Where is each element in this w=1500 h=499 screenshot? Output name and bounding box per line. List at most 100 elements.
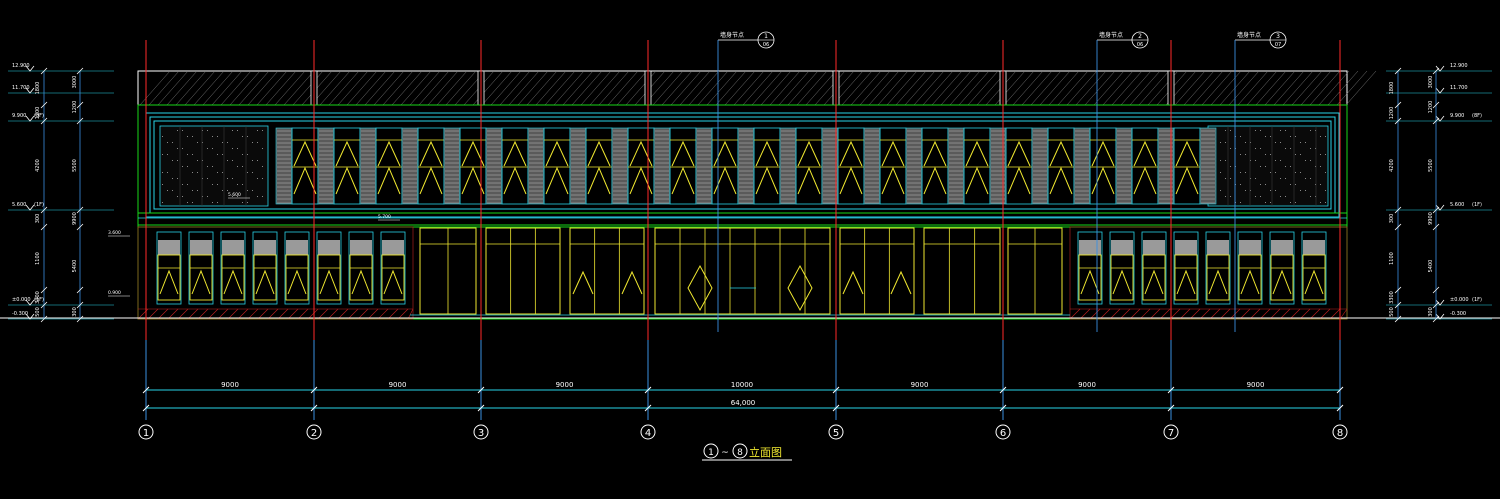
side-dim-value: 300 xyxy=(1428,307,1434,317)
ground-window xyxy=(1141,231,1167,305)
triangle-pane xyxy=(965,140,989,167)
dim-tick xyxy=(1336,404,1344,412)
window-head-panel xyxy=(190,240,212,255)
triangle-pane xyxy=(383,269,403,295)
louver-panel xyxy=(1115,127,1133,205)
dim-tick xyxy=(310,386,318,394)
side-dim-tick xyxy=(1394,301,1402,309)
louver-panel xyxy=(527,127,545,205)
side-dim-value: 5400 xyxy=(1428,260,1434,273)
callout-number: 2 xyxy=(1138,33,1142,40)
triangle-pane xyxy=(461,140,485,167)
ground-hatch-left xyxy=(137,226,414,320)
window-head-panel xyxy=(1175,240,1197,255)
window-head-panel xyxy=(1239,240,1261,255)
grid-bubble-label: 4 xyxy=(645,428,651,439)
span-dimension: 9000 xyxy=(1247,381,1265,389)
level-value: ±0.000 xyxy=(12,297,31,303)
span-dimension: 10000 xyxy=(731,381,753,389)
triangle-pane xyxy=(965,166,989,195)
title-suffix: 立面图 xyxy=(749,445,782,459)
brick-hatch xyxy=(137,308,1348,320)
storefront-bay xyxy=(485,227,561,315)
grid-bubble xyxy=(995,424,1011,440)
span-dimension: 9000 xyxy=(221,381,239,389)
level-tag: (8F) xyxy=(34,113,44,119)
dim-tick xyxy=(999,404,1007,412)
window-head-panel xyxy=(1079,240,1101,255)
level-mark xyxy=(25,87,35,94)
side-dim-tick xyxy=(1432,223,1440,231)
ground-window xyxy=(1301,231,1327,305)
triangle-pane xyxy=(1176,269,1196,295)
side-dim-tick xyxy=(40,223,48,231)
span-dimension: 9000 xyxy=(911,381,929,389)
triangle-pane xyxy=(255,269,275,295)
callout-sheet: 07 xyxy=(1275,42,1281,48)
level-mark xyxy=(1435,313,1445,320)
level-tag: (1F) xyxy=(1472,202,1482,208)
triangle-pane xyxy=(881,140,905,167)
level-mark xyxy=(1435,115,1445,122)
side-dim-value: 3300 xyxy=(35,291,41,304)
side-dim-value: 500 xyxy=(35,307,41,317)
stone-texture xyxy=(162,126,1326,206)
triangle-pane xyxy=(839,140,863,167)
triangle-pane xyxy=(839,166,863,195)
louver-panel xyxy=(1073,127,1091,205)
triangle-pane xyxy=(293,140,317,167)
level-mark xyxy=(1435,204,1445,211)
level-mark xyxy=(1435,299,1445,306)
triangle-pane xyxy=(351,269,371,295)
triangle-pane xyxy=(503,140,527,167)
side-dim-value: 1800 xyxy=(35,82,41,95)
grid-bubble xyxy=(640,424,656,440)
side-dim-value: 5500 xyxy=(1428,159,1434,172)
side-dim-tick xyxy=(76,286,84,294)
side-dim-tick xyxy=(40,117,48,125)
louver-panel xyxy=(1199,127,1217,205)
dim-tick xyxy=(644,404,652,412)
louver-panel xyxy=(443,127,461,205)
triangle-pane xyxy=(1007,166,1031,195)
facade-level-note: 0.900 xyxy=(108,290,121,296)
triangle-pane xyxy=(191,269,211,295)
side-dim-value: 300 xyxy=(1389,214,1395,224)
dim-tick xyxy=(832,386,840,394)
level-tag: (8F) xyxy=(1472,113,1482,119)
triangle-pane xyxy=(797,140,821,167)
triangle-pane xyxy=(377,166,401,195)
dim-tick xyxy=(477,386,485,394)
side-dim-tick xyxy=(76,117,84,125)
window-head-panel xyxy=(158,240,180,255)
side-dim-tick xyxy=(1432,117,1440,125)
triangle-pane xyxy=(377,140,401,167)
grid-bubble xyxy=(138,424,154,440)
ground-window-row xyxy=(156,231,1327,305)
triangle-pane xyxy=(923,166,947,195)
side-dim-tick xyxy=(1432,315,1440,323)
storefront-glazing xyxy=(419,227,1063,315)
callout-number: 3 xyxy=(1276,33,1280,40)
triangle-pane xyxy=(1091,166,1115,195)
side-dim-tick xyxy=(76,67,84,75)
ground-window xyxy=(380,231,406,305)
ground-window xyxy=(316,231,342,305)
side-dim-tick xyxy=(76,223,84,231)
louver-panel xyxy=(863,127,881,205)
dim-tick xyxy=(999,386,1007,394)
level-value: 12.900 xyxy=(1450,63,1468,69)
callout-sheet: 06 xyxy=(1137,42,1143,48)
facade-level-note: 5.700 xyxy=(378,214,391,220)
triangle-pane xyxy=(419,140,443,167)
side-dim-value: 5400 xyxy=(72,260,78,273)
callout-label: 墙身节点 xyxy=(720,31,744,39)
side-dim-tick xyxy=(40,67,48,75)
door-diamond xyxy=(687,264,713,312)
level-mark xyxy=(25,299,35,306)
window-head-panel xyxy=(350,240,372,255)
louver-panel xyxy=(695,127,713,205)
dim-tick xyxy=(1167,386,1175,394)
